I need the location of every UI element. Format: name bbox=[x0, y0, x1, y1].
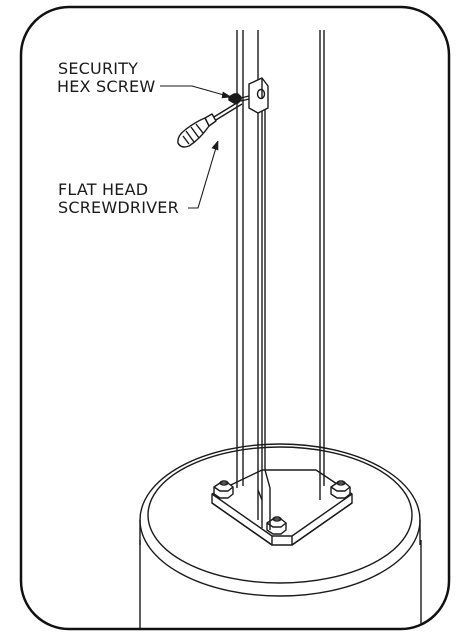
screw-callout-line-1: SECURITY bbox=[58, 59, 138, 78]
security-hex-screw-icon bbox=[228, 93, 250, 104]
anchor-nut-front bbox=[266, 516, 287, 535]
post bbox=[236, 30, 325, 530]
anchor-nut-left bbox=[213, 480, 234, 499]
screwdriver-callout-line-2: SCREWDRIVER bbox=[58, 198, 179, 217]
screwdriver-callout-line-1: FLAT HEAD bbox=[58, 180, 148, 199]
leader-lines bbox=[160, 85, 232, 209]
base-plate bbox=[211, 469, 353, 546]
door-bracket bbox=[248, 77, 269, 114]
screw-callout-line-2: HEX SCREW bbox=[57, 77, 155, 96]
flat-head-screwdriver-icon bbox=[177, 100, 243, 148]
anchor-nut-right bbox=[330, 480, 351, 499]
